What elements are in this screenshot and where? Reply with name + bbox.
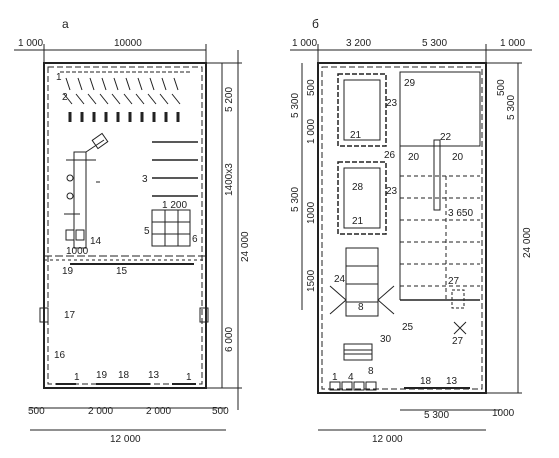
plan-a-inner-dim: 1 200 [162,200,187,211]
plan-b-bottom-dim: 12 000 [372,434,403,445]
plan-b-left-dim: 5 300 [290,187,301,212]
plan-a-label: 19 [96,370,108,381]
plan-a-label: 6 [192,234,198,245]
plan-a-right-dim: 1400x3 [224,163,235,196]
plan-b-label: 1 [332,372,338,383]
plan-b-tank-upper [337,73,387,147]
plan-a-label: 1 [74,372,80,383]
plan-b-right-dim: 500 [496,79,507,96]
plan-a-label: 16 [54,350,66,361]
plan-b-label: 27 [452,336,464,347]
plan-b-label: 8 [358,302,364,313]
plan-b-outer-wall [317,62,487,394]
plan-a-bottom-dim: 2 000 [88,406,113,417]
plan-b-inner-wall [321,66,483,390]
plan-a-bottom-dim: 2 000 [146,406,171,417]
plan-a-text: а 1 000 10000 5 200 1400x3 24 000 500 2 … [18,17,251,445]
plan-b-label: 29 [404,78,416,89]
plan-b-right-dim: 5 300 [506,95,517,120]
plan-b-item-30 [343,343,373,361]
plan-a-label: 3 [142,174,148,185]
plan-b-label: 21 [350,130,362,141]
plan-a-label: 14 [90,236,102,247]
plan-b-label: 21 [352,216,364,227]
plan-b-left-dim: 1000 [306,201,317,224]
plan-b-dashed-grid [400,175,480,300]
plan-b-bottom-dim: 1000 [492,408,515,419]
plan-b-label: 27 [448,276,460,287]
plan-a-cabinet-grid [151,209,191,247]
plan-a-outer-wall [43,62,207,389]
plan-a-cells-row [60,71,190,122]
plan-a-label: 5 [144,226,150,237]
plan-b-text: б 1 000 3 200 5 300 1 000 5 300 5 300 50… [290,17,533,445]
plan-a-inner-wall [47,66,203,385]
plan-b-label: 28 [352,182,364,193]
plan-a-label: 17 [64,310,76,321]
plan-b-top-dim: 1 000 [500,38,525,49]
plan-b-label: 18 [420,376,432,387]
plan-a-bottom-dim: 500 [212,406,229,417]
plan-b-left-dim: 5 300 [290,93,301,118]
plan-b-item-22 [433,139,441,211]
plan-b-bottom-fittings [329,381,470,391]
plan-a-label: 1 [56,72,62,83]
plan-b-label: 4 [348,372,354,383]
plan-a-top-dim: 1 000 [18,38,43,49]
plan-b [290,44,532,431]
plan-a-label: 19 [62,266,74,277]
plan-b-label: 25 [402,322,414,333]
plan-b-letter: б [312,17,319,31]
plan-a-bottom-dim: 500 [28,406,45,417]
plan-b-inner-dim: 3 650 [448,208,473,219]
plan-a-inner-dim: 1000 [66,246,89,257]
plan-b-label: 23 [386,186,398,197]
plan-b-label: 13 [446,376,458,387]
plan-a-label: 13 [148,370,160,381]
plan-a [14,44,242,431]
plan-b-left-dim: 500 [306,79,317,96]
plan-b-top-dim: 1 000 [292,38,317,49]
plan-b-top-dim: 3 200 [346,38,371,49]
plan-b-right-dim: 24 000 [522,227,533,258]
plan-b-bottom-dim: 5 300 [424,410,449,421]
plan-a-label: 18 [118,370,130,381]
plan-b-label: 24 [334,274,346,285]
plan-b-tank-lower [337,161,387,235]
plan-b-item-27 [451,289,465,309]
plan-a-label: 15 [116,266,128,277]
plan-a-door-left [39,307,49,323]
plan-b-top-dim: 5 300 [422,38,447,49]
plan-a-right-dim: 5 200 [224,87,235,112]
plan-b-label: 30 [380,334,392,345]
plan-a-inner-dim: 6 000 [224,327,235,352]
plan-a-left-equipment [64,132,109,249]
plan-b-label: 20 [452,152,464,163]
plan-a-label: 2 [62,92,68,103]
plan-b-label: 26 [384,150,396,161]
plan-b-label: 22 [440,132,452,143]
plan-a-top-dim: 10000 [114,38,142,49]
plan-b-label: 8 [368,366,374,377]
plan-a-right-dim: 24 000 [240,231,251,262]
plan-a-letter: а [62,17,69,31]
plan-b-label: 20 [408,152,420,163]
plan-b-left-dim: 1 000 [306,119,317,144]
plan-a-rods [152,141,198,197]
plan-b-bins [329,247,395,317]
plan-a-bottom-dim: 12 000 [110,434,141,445]
plan-a-door-right [199,307,209,323]
plan-a-label: 1 [186,372,192,383]
plan-b-left-dim: 1500 [306,269,317,292]
plan-b-label: 23 [386,98,398,109]
